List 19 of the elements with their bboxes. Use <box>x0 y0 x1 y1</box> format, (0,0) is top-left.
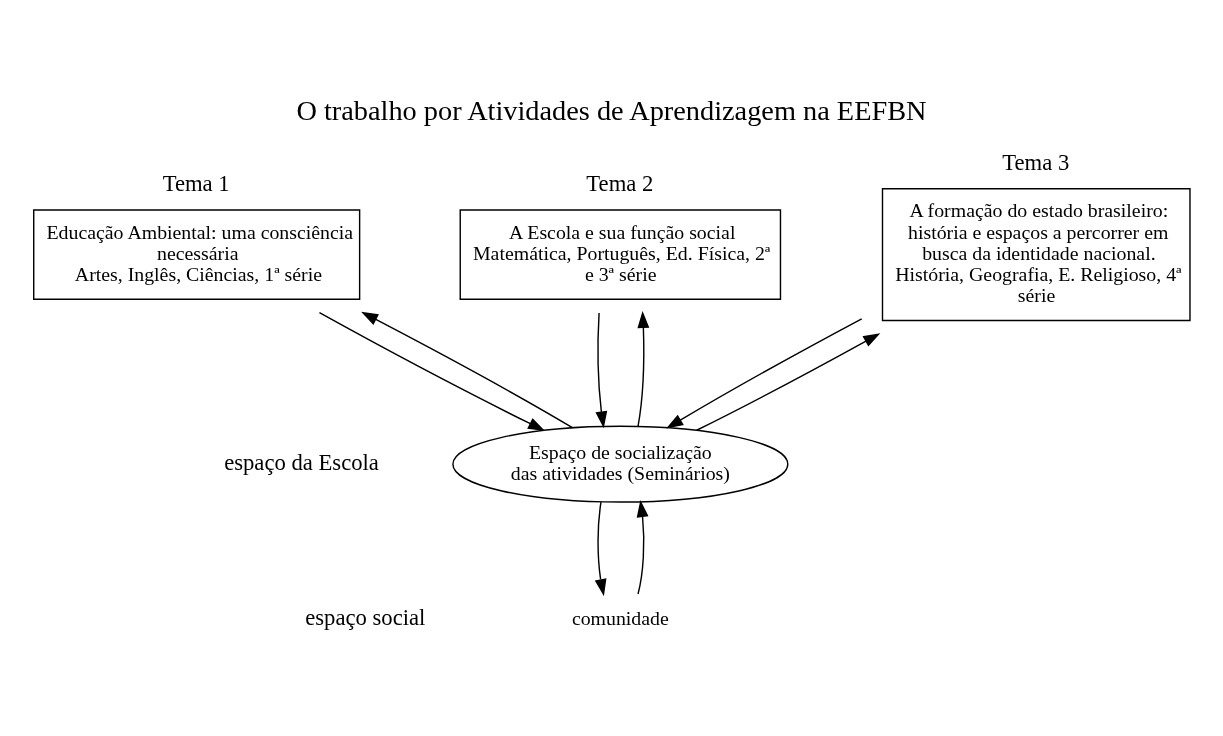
node-box: A formação do estado brasileiro: história e espaços a percorrer em busca da identidade nacional. História, Geografia, E. Religioso, 4ª série <box>881 187 1191 321</box>
arrow <box>361 311 574 428</box>
node-text: comunidade <box>571 606 669 629</box>
label: espaço da Escola <box>224 449 379 475</box>
diagram-title: O trabalho por Atividades de Aprendizagem na EEFBN <box>296 94 927 126</box>
arrow <box>594 500 607 596</box>
label: espaço social <box>305 604 426 630</box>
node-ellipse: Espaço de socialização das atividades (Seminários) <box>452 425 789 503</box>
node-box: A Escola e sua função social Matemática, Português, Ed. Física, 2ª e 3ª série <box>459 208 782 300</box>
node-label: Tema 1 <box>162 170 230 196</box>
arrow <box>318 311 546 431</box>
node-label: Tema 3 <box>1002 149 1070 175</box>
node-box: Educação Ambiental: uma consciência necessária Artes, Inglês, Ciências, 1ª série <box>33 208 361 300</box>
arrow <box>666 317 863 429</box>
arrow <box>636 499 649 595</box>
arrow <box>595 311 608 428</box>
arrow <box>695 332 881 431</box>
node-label: Tema 2 <box>586 170 654 196</box>
arrow <box>637 310 650 427</box>
